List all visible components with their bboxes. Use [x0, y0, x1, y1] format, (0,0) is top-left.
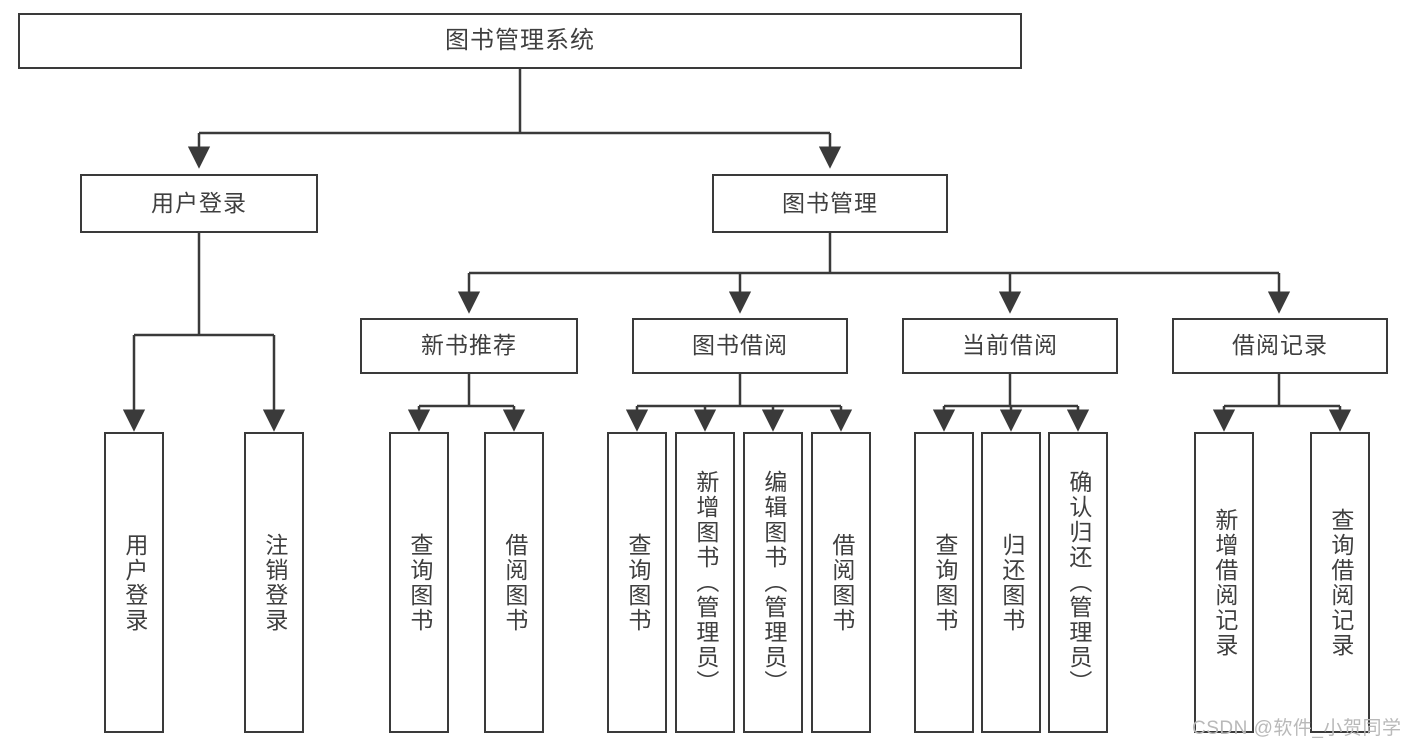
node-user-login[interactable]: 用户登录 [80, 174, 318, 233]
node-new-book-recommend[interactable]: 新书推荐 [360, 318, 578, 374]
leaf-return-book-label: 归还图书 [998, 532, 1025, 633]
leaf-borrow-book-2-label: 借阅图书 [828, 532, 855, 633]
node-current-borrow[interactable]: 当前借阅 [902, 318, 1118, 374]
leaf-query-record[interactable]: 查询借阅记录 [1310, 432, 1370, 733]
leaf-query-book-2[interactable]: 查询图书 [607, 432, 667, 733]
leaf-borrow-book-1[interactable]: 借阅图书 [484, 432, 544, 733]
leaf-confirm-return-label: 确认归还（管理员） [1065, 470, 1092, 695]
leaf-edit-book[interactable]: 编辑图书（管理员） [743, 432, 803, 733]
node-book-management-label: 图书管理 [782, 189, 878, 216]
leaf-add-book[interactable]: 新增图书（管理员） [675, 432, 735, 733]
leaf-return-book[interactable]: 归还图书 [981, 432, 1041, 733]
leaf-borrow-book-1-label: 借阅图书 [501, 532, 528, 633]
node-book-borrow-label: 图书借阅 [692, 332, 788, 359]
node-current-borrow-label: 当前借阅 [962, 332, 1058, 359]
leaf-query-book-2-label: 查询图书 [624, 532, 651, 633]
node-user-login-label: 用户登录 [151, 189, 247, 216]
leaf-query-book-1-label: 查询图书 [406, 532, 433, 633]
leaf-query-book-3-label: 查询图书 [931, 532, 958, 633]
leaf-edit-book-label: 编辑图书（管理员） [760, 470, 787, 695]
leaf-add-record-label: 新增借阅记录 [1211, 507, 1238, 658]
leaf-user-login-label: 用户登录 [121, 532, 148, 633]
leaf-query-book-1[interactable]: 查询图书 [389, 432, 449, 733]
node-book-borrow[interactable]: 图书借阅 [632, 318, 848, 374]
node-new-book-recommend-label: 新书推荐 [421, 332, 517, 359]
leaf-confirm-return[interactable]: 确认归还（管理员） [1048, 432, 1108, 733]
leaf-user-logout[interactable]: 注销登录 [244, 432, 304, 733]
node-book-management[interactable]: 图书管理 [712, 174, 948, 233]
node-root[interactable]: 图书管理系统 [18, 13, 1022, 69]
node-borrow-record-label: 借阅记录 [1232, 332, 1328, 359]
leaf-query-book-3[interactable]: 查询图书 [914, 432, 974, 733]
leaf-borrow-book-2[interactable]: 借阅图书 [811, 432, 871, 733]
node-borrow-record[interactable]: 借阅记录 [1172, 318, 1388, 374]
leaf-query-record-label: 查询借阅记录 [1327, 507, 1354, 658]
watermark: CSDN @软件_小贺同学 [1192, 718, 1402, 739]
node-root-label: 图书管理系统 [445, 26, 595, 54]
leaf-add-book-label: 新增图书（管理员） [692, 470, 719, 695]
leaf-user-logout-label: 注销登录 [261, 532, 288, 633]
leaf-add-record[interactable]: 新增借阅记录 [1194, 432, 1254, 733]
leaf-user-login[interactable]: 用户登录 [104, 432, 164, 733]
